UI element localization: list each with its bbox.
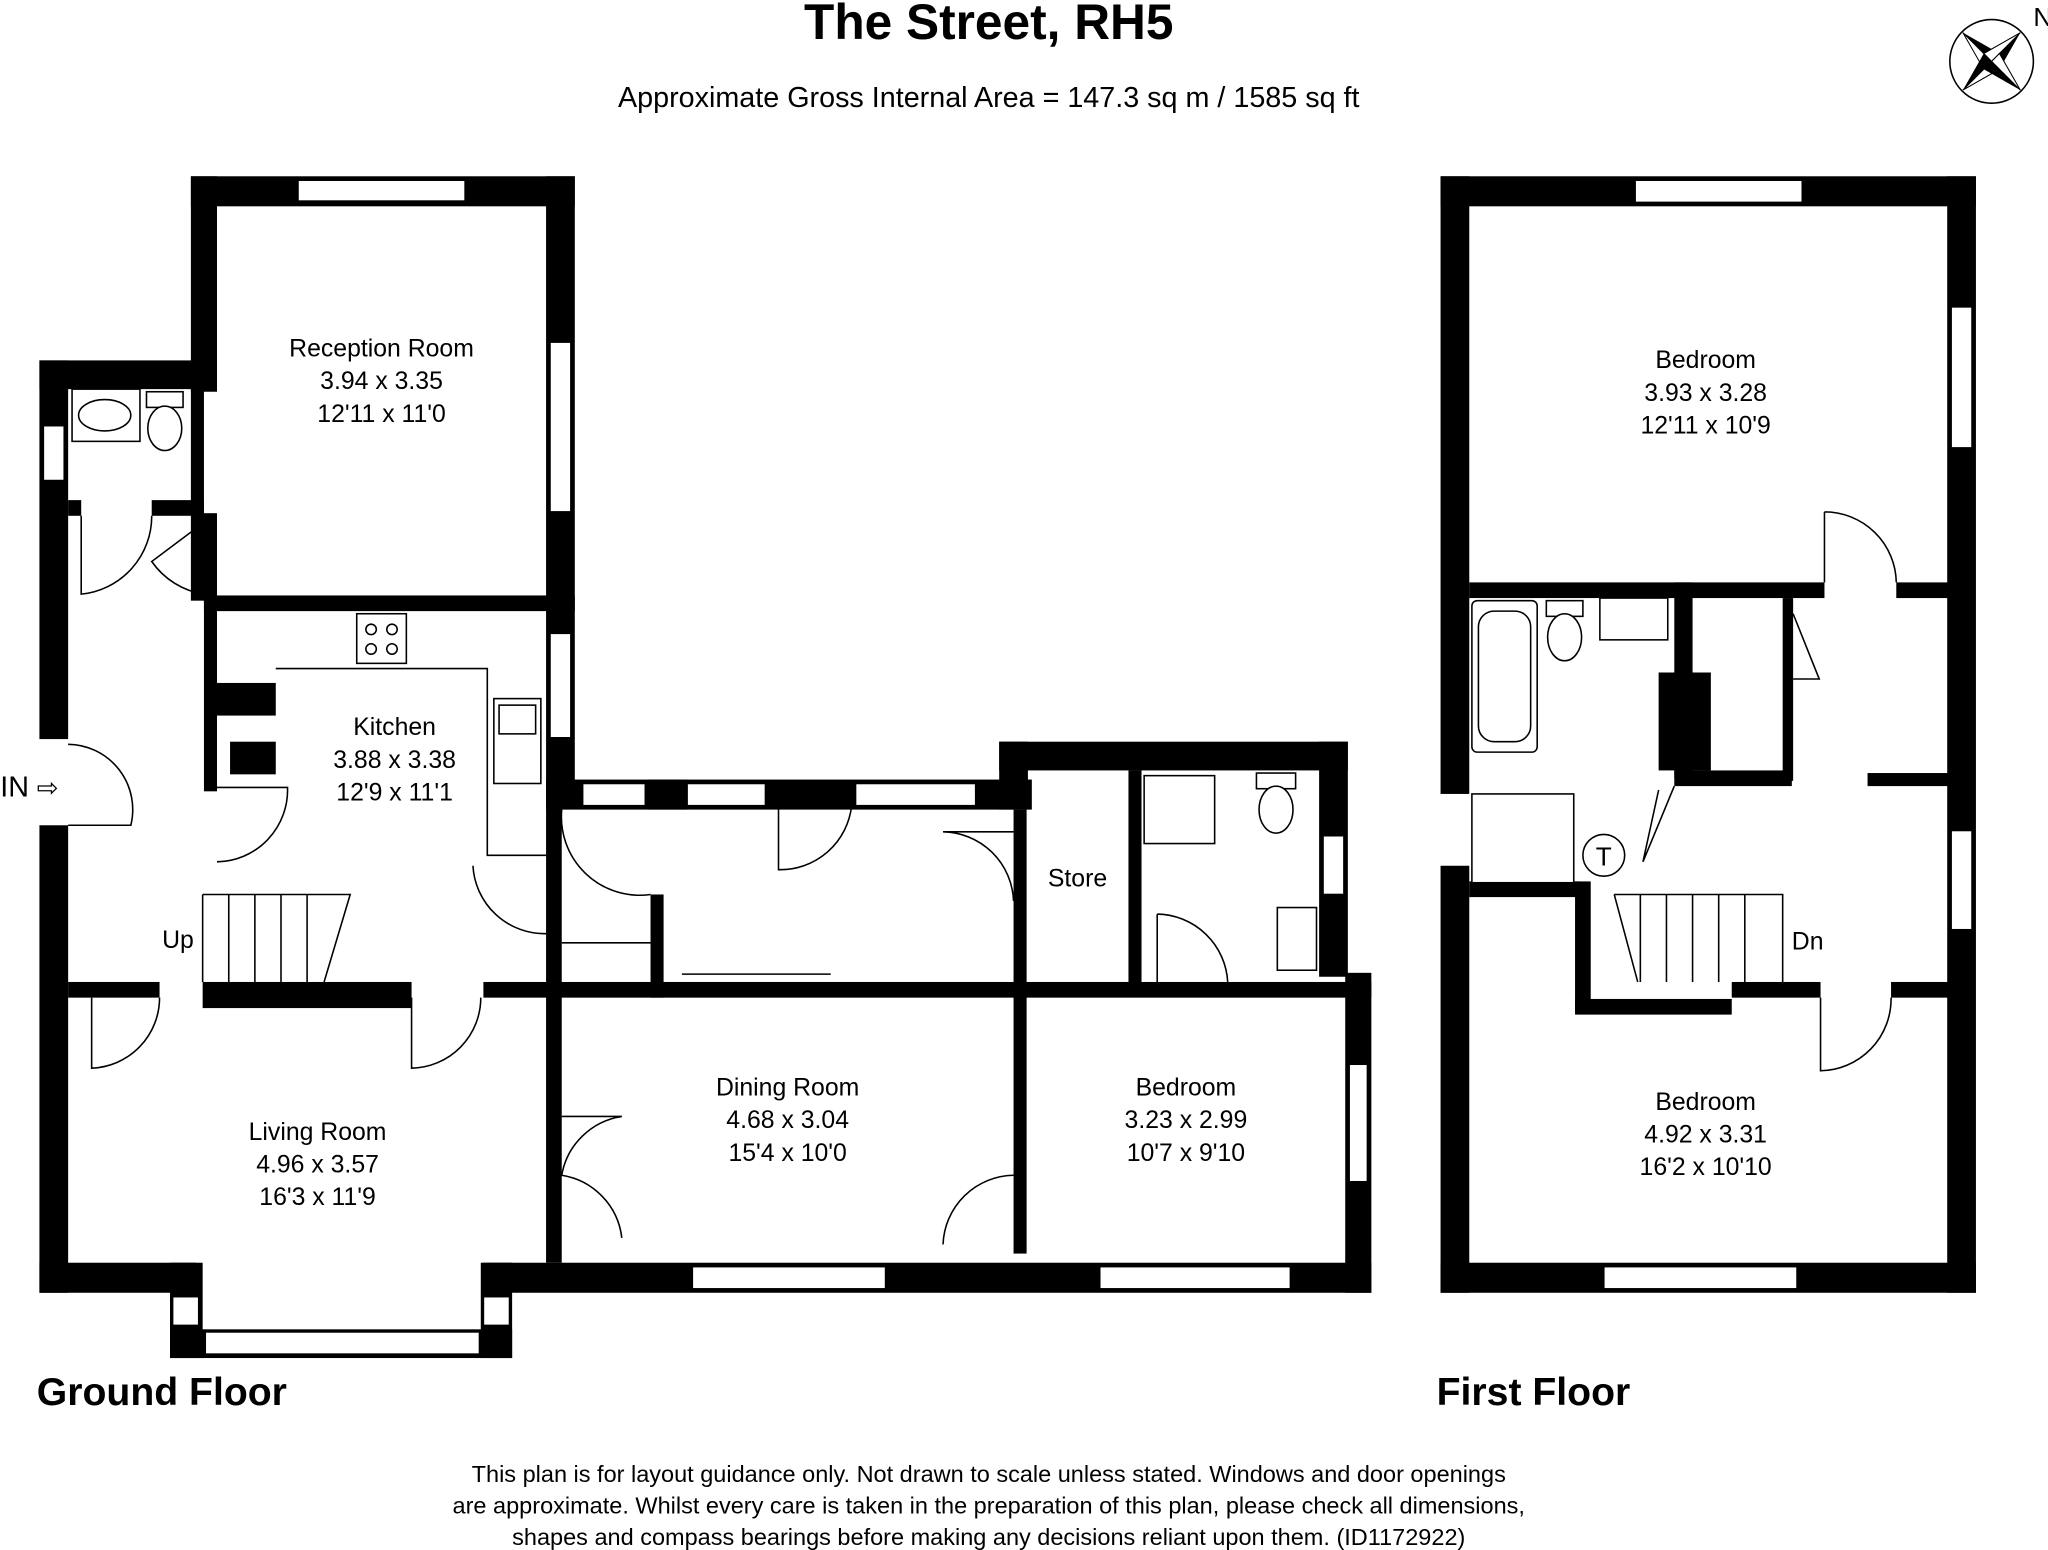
tank-icon <box>1582 833 1626 877</box>
svg-text:4.92 x 3.31: 4.92 x 3.31 <box>1644 1122 1767 1149</box>
svg-text:3.94 x 3.35: 3.94 x 3.35 <box>320 368 443 395</box>
first-floor-label: First Floor <box>1437 1371 1631 1414</box>
ground-floor-windows <box>42 179 1369 1355</box>
svg-text:15'4 x 10'0: 15'4 x 10'0 <box>728 1140 846 1167</box>
room-kitchen: Kitchen 3.88 x 3.38 12'9 x 11'1 <box>333 714 456 806</box>
svg-text:Living Room: Living Room <box>249 1119 387 1146</box>
hob-icon <box>355 612 408 665</box>
basin-icon <box>1276 906 1318 972</box>
tank-label: T <box>1596 842 1612 872</box>
svg-text:12'11 x 11'0: 12'11 x 11'0 <box>317 401 446 428</box>
room-bedroom-ground: Bedroom 3.23 x 2.99 10'7 x 9'10 <box>1125 1075 1248 1167</box>
svg-text:10'7 x 9'10: 10'7 x 9'10 <box>1127 1140 1245 1167</box>
svg-text:12'9 x 11'1: 12'9 x 11'1 <box>336 779 453 806</box>
svg-text:3.88 x 3.38: 3.88 x 3.38 <box>333 747 456 774</box>
basin-icon <box>1599 597 1669 641</box>
svg-text:This plan is for layout guidan: This plan is for layout guidance only. N… <box>472 1461 1506 1487</box>
entrance-arrow-icon: ⇨ <box>37 773 59 803</box>
svg-text:16'3 x 11'9: 16'3 x 11'9 <box>259 1184 376 1211</box>
svg-text:Reception Room: Reception Room <box>289 335 474 362</box>
ground-floor-label: Ground Floor <box>37 1371 287 1414</box>
shower-icon <box>1143 774 1216 845</box>
toilet-icon <box>1258 785 1294 834</box>
svg-text:Bedroom: Bedroom <box>1136 1075 1237 1102</box>
svg-text:are approximate. Whilst every: are approximate. Whilst every care is ta… <box>453 1492 1525 1518</box>
svg-text:Bedroom: Bedroom <box>1655 1089 1756 1116</box>
ground-floor-fixtures <box>68 388 1318 1245</box>
room-bedroom-first-1: Bedroom 3.93 x 3.28 12'11 x 10'9 <box>1640 347 1770 439</box>
compass-icon <box>1949 18 2035 104</box>
shower-icon <box>1471 793 1575 884</box>
stairs-down-label: Dn <box>1792 928 1824 955</box>
svg-text:4.96 x 3.57: 4.96 x 3.57 <box>256 1152 379 1179</box>
first-floor-fixtures: T <box>1471 511 1898 1072</box>
gross-area: Approximate Gross Internal Area = 147.3 … <box>618 82 1360 114</box>
compass-north-label: N <box>2033 2 2048 32</box>
svg-text:Dining Room: Dining Room <box>716 1075 859 1102</box>
first-floor-windows <box>1602 179 1973 1290</box>
room-store: Store <box>1048 866 1107 893</box>
toilet-icon <box>1546 612 1583 662</box>
disclaimer: This plan is for layout guidance only. N… <box>453 1461 1525 1550</box>
plan-title: The Street, RH5 <box>804 0 1173 50</box>
entrance-label: IN <box>0 772 29 804</box>
stairs-up-label: Up <box>162 927 194 954</box>
svg-text:3.93 x 3.28: 3.93 x 3.28 <box>1644 380 1767 407</box>
room-dining: Dining Room 4.68 x 3.04 15'4 x 10'0 <box>716 1075 859 1167</box>
svg-text:16'2 x 10'10: 16'2 x 10'10 <box>1640 1154 1772 1181</box>
room-living: Living Room 4.96 x 3.57 16'3 x 11'9 <box>249 1119 387 1211</box>
room-bedroom-first-2: Bedroom 4.92 x 3.31 16'2 x 10'10 <box>1640 1089 1772 1181</box>
svg-text:12'11 x 10'9: 12'11 x 10'9 <box>1640 413 1770 440</box>
svg-text:Bedroom: Bedroom <box>1655 347 1756 374</box>
svg-text:4.68 x 3.04: 4.68 x 3.04 <box>726 1107 849 1134</box>
ground-floor-walls <box>39 176 1372 1359</box>
room-reception: Reception Room 3.94 x 3.35 12'11 x 11'0 <box>289 335 474 427</box>
svg-text:shapes and compass bearings be: shapes and compass bearings before makin… <box>512 1524 1465 1550</box>
svg-text:Kitchen: Kitchen <box>353 714 436 741</box>
toilet-icon <box>145 390 184 409</box>
svg-text:3.23 x 2.99: 3.23 x 2.99 <box>1125 1107 1248 1134</box>
